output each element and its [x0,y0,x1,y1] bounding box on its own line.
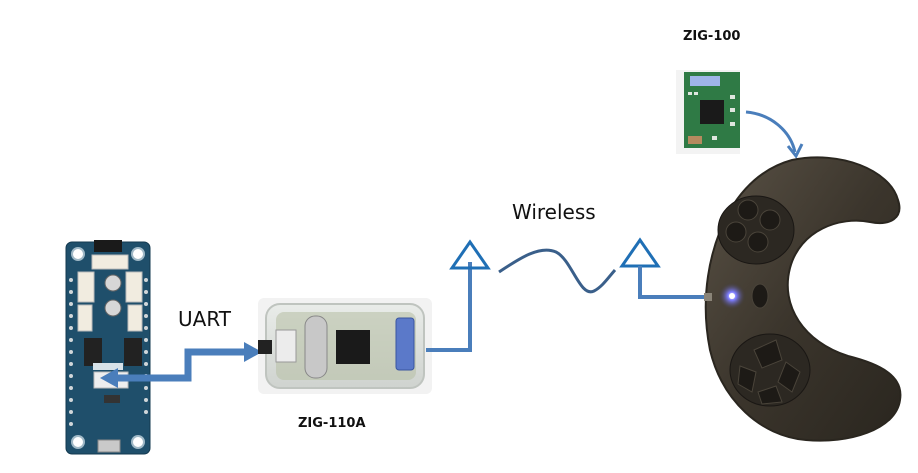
wireless-label: Wireless [512,200,596,224]
opencm-board [65,240,151,455]
wireless-wave [498,248,617,294]
zig-110a-label: ZIG-110A [298,416,366,431]
wireless-controller [704,156,902,442]
uart-connector [118,348,244,382]
zig110a-antenna-line [426,262,472,352]
zig-110a-module [258,298,432,394]
controller-antenna-line [638,266,710,299]
antenna-icon-right [619,237,661,268]
zig-100-label: ZIG-100 [683,29,741,44]
uart-line [118,348,244,382]
uart-arrowhead-right [244,342,262,362]
zig100-arrow [745,110,797,153]
uart-label: UART [178,307,231,331]
zig-100-module [676,70,740,154]
uart-arrowhead-left [100,368,118,388]
antenna-icon-left [449,239,491,270]
zig100-arrowhead [786,143,804,159]
